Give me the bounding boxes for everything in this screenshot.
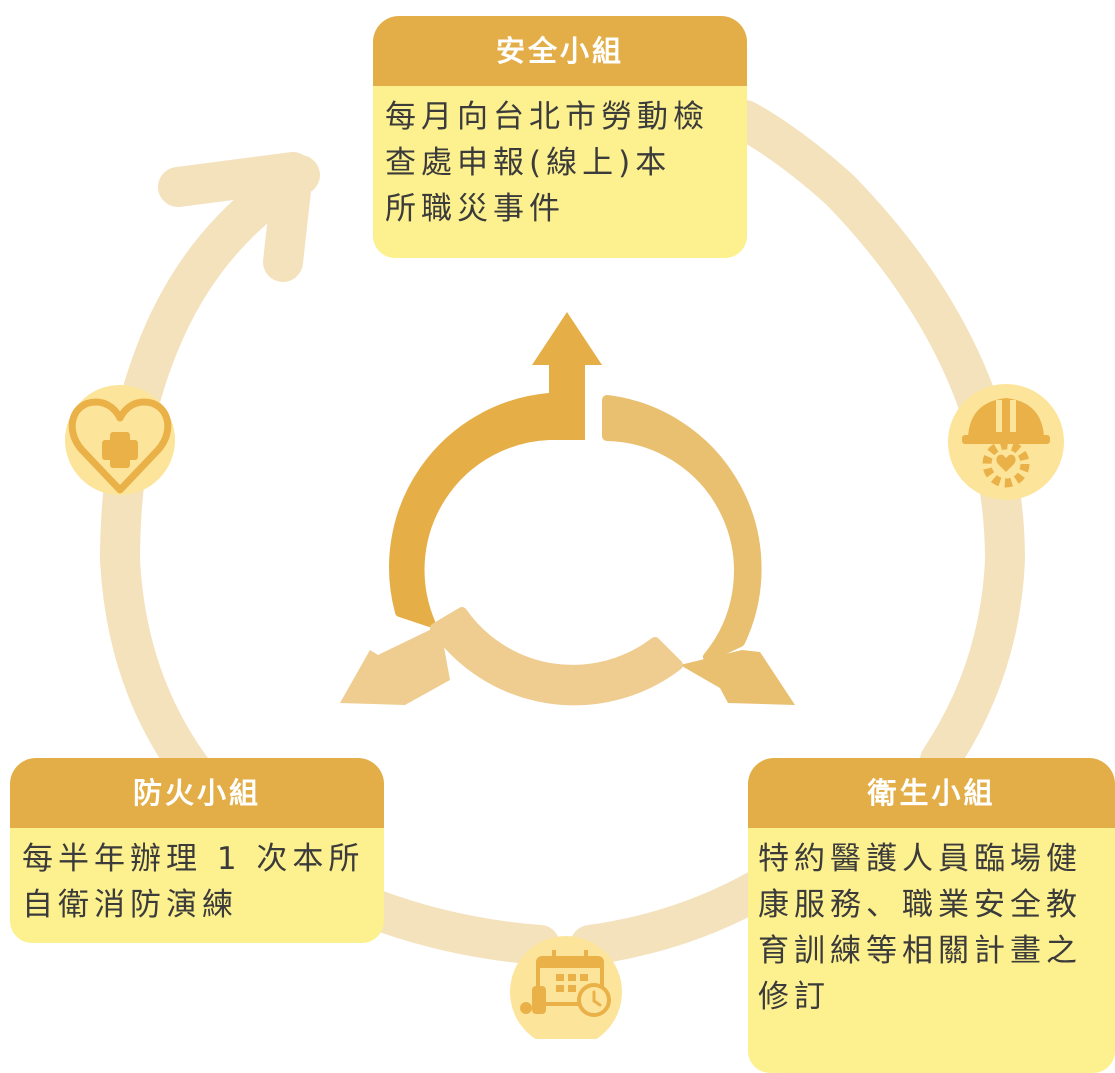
center-arrowhead-lower-left <box>340 625 450 705</box>
safety-group-card: 安全小組 每月向台北市勞動檢 查處申報(線上)本 所職災事件 <box>373 16 747 258</box>
center-arrowhead-up <box>532 312 602 440</box>
fire-group-title: 防火小組 <box>10 758 384 828</box>
health-line-2: 康服務、職業安全教 <box>758 887 1082 923</box>
center-arrow-arc-left <box>389 393 554 627</box>
fire-line-1: 每半年辦理 1 次本所 <box>22 841 365 877</box>
center-cycle <box>340 312 795 706</box>
health-line-4: 修訂 <box>758 979 830 1015</box>
center-arrowhead-lower-right <box>680 650 795 705</box>
safety-helmet-gear-icon <box>948 384 1064 500</box>
heart-medical-icon <box>65 385 175 495</box>
safety-group-title: 安全小組 <box>373 16 747 86</box>
safety-group-description: 每月向台北市勞動檢 查處申報(線上)本 所職災事件 <box>373 86 747 258</box>
fire-group-description: 每半年辦理 1 次本所 自衛消防演練 <box>10 828 384 943</box>
safety-line-1: 每月向台北市勞動檢 <box>385 99 709 135</box>
safety-line-2: 查處申報(線上)本 <box>385 145 672 181</box>
center-arrow-arc-right <box>602 395 762 662</box>
center-arrow-arc-bottom <box>430 607 683 706</box>
health-line-1: 特約醫護人員臨場健 <box>758 841 1082 877</box>
health-group-title: 衛生小組 <box>748 758 1115 828</box>
calendar-clock-extinguisher-icon <box>510 936 622 1039</box>
safety-line-3: 所職災事件 <box>385 191 565 227</box>
cycle-diagram <box>65 100 1064 1039</box>
fire-group-card: 防火小組 每半年辦理 1 次本所 自衛消防演練 <box>10 758 384 943</box>
health-group-card: 衛生小組 特約醫護人員臨場健 康服務、職業安全教 育訓練等相關計畫之 修訂 <box>748 758 1115 1073</box>
health-line-3: 育訓練等相關計畫之 <box>758 933 1082 969</box>
health-group-description: 特約醫護人員臨場健 康服務、職業安全教 育訓練等相關計畫之 修訂 <box>748 828 1115 1073</box>
fire-line-2: 自衛消防演練 <box>22 887 238 923</box>
ring-arrowhead <box>158 152 313 282</box>
